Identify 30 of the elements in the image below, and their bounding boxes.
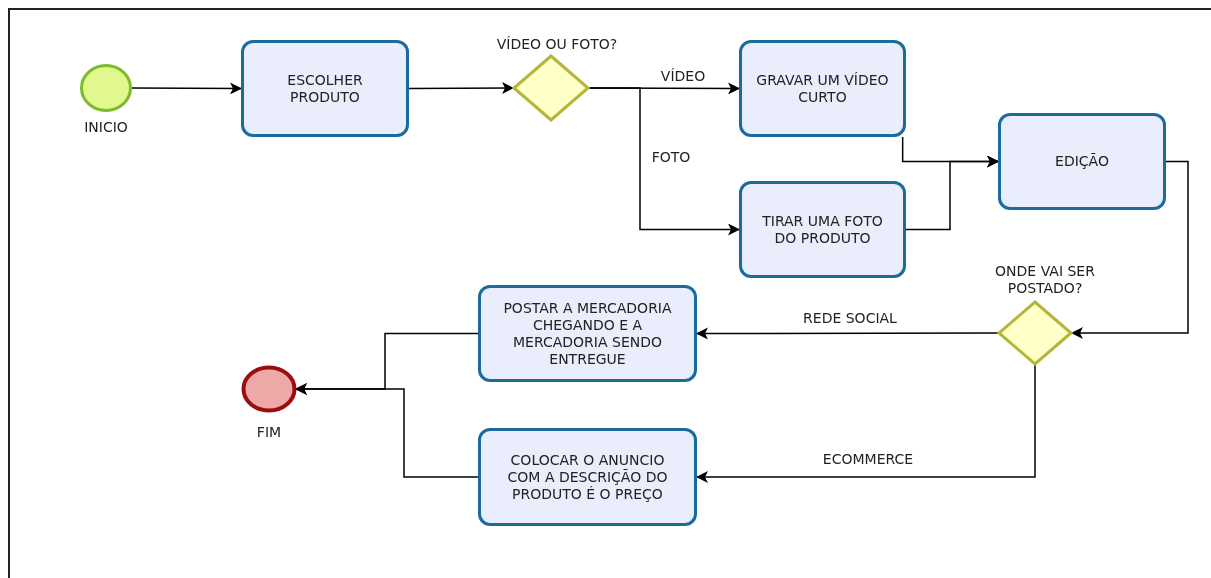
node-label: POSTAR A MERCADORIA CHEGANDO E A MERCADORIA SENDO ENTREGUE — [502, 299, 673, 368]
arrow — [696, 327, 999, 340]
node-label: COLOCAR O ANUNCIO COM A DESCRIÇÃO DO PRODUTO É O PREÇO — [506, 451, 669, 503]
node-caption: FIM — [255, 424, 283, 441]
node-label: GRAVAR UM VÍDEO CURTO — [756, 71, 889, 106]
arrow — [295, 383, 479, 478]
arrow — [588, 87, 740, 236]
node-label: ESCOLHER PRODUTO — [286, 71, 364, 106]
arrow — [905, 155, 999, 231]
node-caption: ONDE VAI SER POSTADO? — [994, 263, 1096, 297]
node-caption: VÍDEO OU FOTO? — [495, 36, 619, 53]
arrow — [408, 82, 514, 95]
node-label: EDIÇÃO — [1055, 153, 1109, 170]
end-event-circle — [242, 366, 296, 412]
decision-diamond — [998, 301, 1072, 365]
process-box — [739, 181, 906, 278]
process-box — [478, 285, 697, 382]
start-event-circle — [80, 64, 132, 112]
process-box — [739, 40, 906, 137]
edge-label: REDE SOCIAL — [801, 310, 899, 326]
process-box — [241, 40, 409, 137]
arrow — [1071, 160, 1189, 339]
process-box — [998, 113, 1166, 210]
node-caption: INICIO — [83, 119, 129, 136]
decision-diamond — [513, 55, 589, 121]
edge-label: VÍDEO — [658, 68, 708, 84]
arrow — [696, 364, 1036, 483]
process-box — [478, 428, 697, 526]
arrow — [131, 82, 242, 95]
node-label: TIRAR UMA FOTO DO PRODUTO — [761, 212, 884, 247]
